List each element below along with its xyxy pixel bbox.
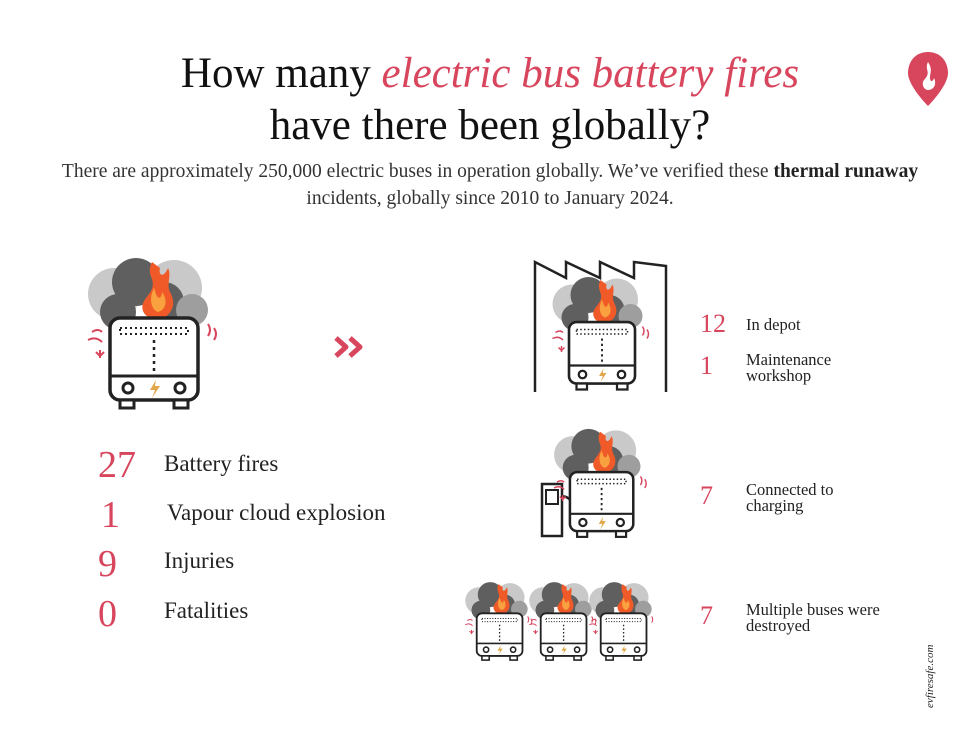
subtitle: There are approximately 250,000 electric… (60, 158, 920, 212)
flame-pin-icon[interactable] (906, 50, 950, 108)
charging-station-icon (540, 427, 648, 539)
location-value-depot: 12 (700, 309, 726, 338)
subtitle-part1: There are approximately 250,000 electric… (61, 161, 774, 182)
factory-depot-icon (533, 259, 668, 392)
total-label-injuries: Injuries (164, 548, 235, 573)
total-label-battery-fires: Battery fires (164, 451, 279, 476)
location-value-multiple: 7 (700, 601, 713, 630)
title-prefix: How many (180, 50, 382, 97)
total-value-injuries: 9 (98, 543, 117, 585)
page-title: How many electric bus battery fires have… (0, 48, 980, 152)
total-value-fatalities: 0 (98, 593, 117, 635)
subtitle-part2: incidents, globally since 2010 to Januar… (306, 188, 674, 209)
multiple-burning-buses-icon (464, 581, 654, 661)
double-chevron-right-icon (334, 336, 363, 358)
total-value-vapour-cloud: 1 (101, 494, 120, 536)
title-accent: electric bus battery fires (381, 50, 800, 97)
total-label-fatalities: Fatalities (164, 598, 249, 623)
site-url[interactable]: evfiresafe.com (924, 644, 936, 708)
total-value-battery-fires: 27 (98, 444, 136, 486)
subtitle-bold: thermal runaway (773, 161, 919, 182)
location-label-multiple: Multiple buses were destroyed (746, 600, 880, 635)
location-label-workshop: Maintenance workshop (746, 350, 832, 385)
location-label-depot: In depot (746, 315, 801, 334)
location-value-workshop: 1 (700, 351, 713, 380)
location-value-charging: 7 (700, 481, 713, 510)
title-line2: have there been globally? (269, 102, 711, 149)
burning-bus-icon (86, 256, 218, 410)
location-label-charging: Connected to charging (746, 480, 834, 515)
total-label-vapour-cloud: Vapour cloud explosion (167, 500, 386, 525)
